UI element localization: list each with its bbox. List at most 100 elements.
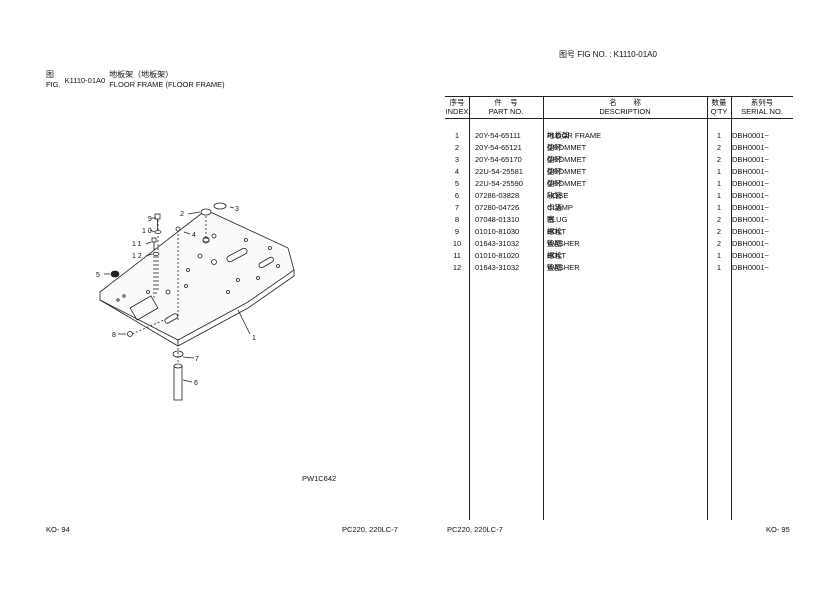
row-qty: 1 [716, 191, 722, 200]
row-serial: DBH0001~ [732, 251, 769, 260]
row-description-cn: 地板架 [547, 131, 570, 140]
figure-title-block: 图 FIG. K1110-01A0 地板架（地板架） FLOOR FRAME (… [46, 70, 225, 89]
row-part-no: 01010-81030 [475, 227, 520, 236]
row-part-no: 07280-04726 [475, 203, 520, 212]
row-serial: DBH0001~ [732, 155, 769, 164]
row-index: 9 [454, 227, 460, 236]
row-index: 2 [454, 143, 460, 152]
callout-8: 8 [112, 332, 116, 339]
row-serial: DBH0001~ [732, 167, 769, 176]
row-description-cn: 垫环 [547, 167, 562, 176]
row-description-en: HOSE [547, 191, 569, 200]
row-description-cn: 垫环 [547, 143, 562, 152]
row-description-cn: 螺栓 [547, 227, 562, 236]
floor-opening [129, 295, 159, 321]
row-part-no: 22U-54-25581 [475, 167, 523, 176]
fig-label-en: FIG. [46, 80, 61, 89]
row-description-en: CLAMP [547, 203, 573, 212]
row-part-no: 20Y-54-65121 [475, 143, 522, 152]
callout-10: 10 [142, 228, 154, 235]
parts-table: 序号 INDEX 件 号 PART NO. 名 称 DESCRIPTION 数量… [445, 96, 793, 520]
row-description-en: WASHER [547, 239, 580, 248]
row-qty: 1 [716, 167, 722, 176]
row-serial: DBH0001~ [732, 191, 769, 200]
header-qty: 数量 Q'TY [710, 98, 728, 116]
row-index: 4 [454, 167, 460, 176]
row-index: 12 [452, 263, 462, 272]
row-description-cn: 垫圈 [547, 239, 562, 248]
row-description-en: PLUG [547, 215, 568, 224]
row-index: 6 [454, 191, 460, 200]
fig-code: K1110-01A0 [64, 76, 106, 85]
row-part-no: 01010-81020 [475, 251, 520, 260]
row-qty: 1 [716, 179, 722, 188]
callout-3: 3 [235, 206, 239, 213]
row-serial: DBH0001~ [732, 143, 769, 152]
row-qty: 1 [716, 263, 722, 272]
row-description-en: GROMMET [547, 179, 587, 188]
row-description-cn: 垫环 [547, 155, 562, 164]
row-part-no: 20Y-54-65170 [475, 155, 522, 164]
row-index: 1 [454, 131, 460, 140]
row-index: 11 [453, 251, 461, 260]
row-description-cn: 卡箍 [547, 203, 562, 212]
hose [173, 365, 183, 401]
callout-1: 1 [252, 335, 256, 342]
row-serial: DBH0001~ [732, 179, 769, 188]
row-serial: DBH0001~ [732, 263, 769, 272]
callout-4: 4 [192, 232, 196, 239]
drawing-code: PW1C642 [302, 474, 337, 483]
row-qty: 1 [716, 131, 722, 140]
row-description-en: BOLT [547, 251, 567, 260]
callout-2: 2 [180, 211, 184, 218]
row-index: 7 [454, 203, 460, 212]
row-qty: 2 [716, 155, 722, 164]
row-index: 8 [454, 215, 460, 224]
row-qty: 1 [716, 251, 722, 260]
row-qty: 2 [716, 215, 722, 224]
row-index: 5 [454, 179, 460, 188]
row-index: 3 [454, 155, 460, 164]
row-serial: DBH0001~ [732, 227, 769, 236]
row-description-cn: 垫环 [547, 179, 562, 188]
row-qty: 1 [716, 203, 722, 212]
row-serial: DBH0001~ [732, 131, 769, 140]
row-description-en: GROMMET [547, 143, 587, 152]
callout-6: 6 [194, 380, 198, 387]
callout-7: 7 [195, 356, 199, 363]
row-description-en: GROMMET [547, 167, 587, 176]
row-part-no: 07048-01310 [475, 215, 520, 224]
row-description-cn: 软管 [547, 191, 562, 200]
header-serial: 系列号 SERIAL NO. [741, 98, 783, 116]
row-description-cn: 螺栓 [547, 251, 562, 260]
row-description-en: GROMMET [547, 155, 587, 164]
row-part-no: 01643-31032 [475, 239, 520, 248]
floor-frame-plate [99, 209, 295, 341]
model-right: PC220, 220LC-7 [447, 525, 503, 534]
figure-title-en: FLOOR FRAME (FLOOR FRAME) [109, 80, 225, 89]
row-index: 10 [452, 239, 462, 248]
row-serial: DBH0001~ [732, 239, 769, 248]
callout-12: 12 [132, 253, 144, 260]
row-description-en: WASHER [547, 263, 580, 272]
row-serial: DBH0001~ [732, 203, 769, 212]
callout-11: 11 [132, 241, 143, 248]
row-qty: 2 [716, 143, 722, 152]
page-number-right: KO- 95 [766, 525, 790, 534]
page-number-left: KO- 94 [46, 525, 70, 534]
row-description-cn: 垫圈 [547, 263, 562, 272]
row-part-no: 20Y-54-65111 [475, 131, 521, 140]
callout-9: 9 [148, 216, 152, 223]
row-serial: DBH0001~ [732, 215, 769, 224]
fig-number-top: 图号 FIG NO. : K1110-01A0 [559, 50, 657, 59]
